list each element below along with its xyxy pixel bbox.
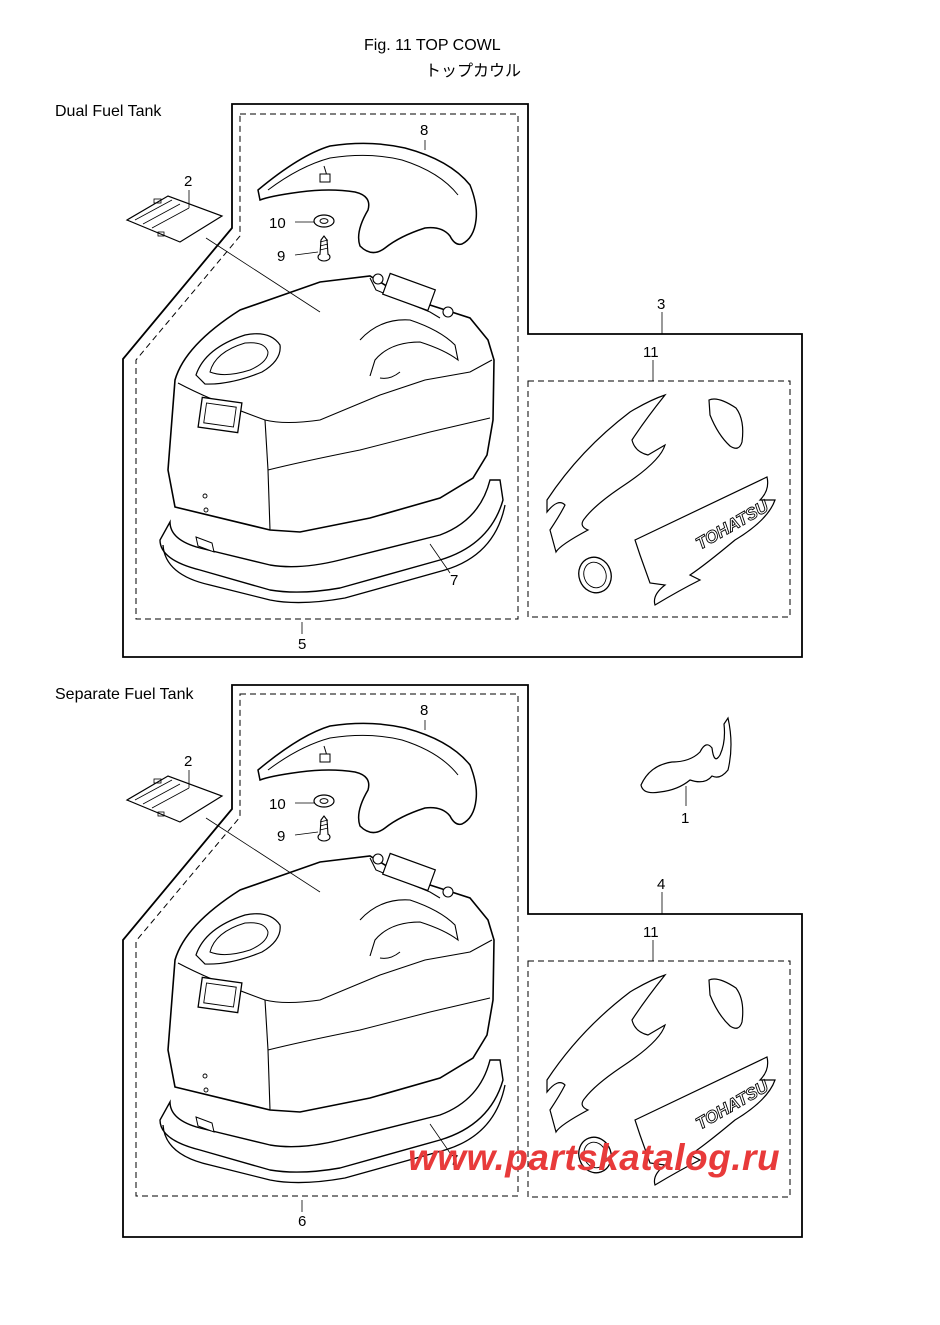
leader-lines-separate bbox=[188, 720, 687, 1212]
callout-7-b: 7 bbox=[450, 1152, 458, 1169]
top-cover-part-8 bbox=[257, 142, 478, 254]
screw-part-9 bbox=[317, 235, 331, 262]
washer-part-10 bbox=[313, 214, 335, 228]
top-cowl-body bbox=[159, 272, 506, 604]
caution-label-part-2 bbox=[126, 195, 223, 243]
callout-7: 7 bbox=[450, 572, 458, 589]
section-label-separate-fuel-tank: Separate Fuel Tank bbox=[55, 686, 194, 703]
caution-label-part-2-b bbox=[126, 775, 223, 823]
top-cover-part-8-b bbox=[257, 722, 478, 834]
callout-11: 11 bbox=[643, 344, 659, 361]
washer-part-10-b bbox=[313, 794, 335, 808]
callout-assembly-6: 6 bbox=[298, 1213, 306, 1230]
leader-lines-dual bbox=[188, 140, 663, 634]
figure-title: Fig. 11 TOP COWL bbox=[364, 37, 501, 54]
callout-11-b: 11 bbox=[643, 924, 659, 941]
assembly-box-separate bbox=[122, 684, 803, 1238]
watermark: www.partskatalog.ru bbox=[408, 1137, 781, 1178]
callout-8: 8 bbox=[420, 122, 428, 139]
assembly-box-dual bbox=[122, 103, 803, 658]
top-cowl-body-b bbox=[159, 852, 506, 1184]
callout-assembly-5: 5 bbox=[298, 636, 306, 653]
decal-set-part-11 bbox=[546, 394, 776, 606]
callout-10: 10 bbox=[269, 215, 286, 232]
callout-1: 1 bbox=[681, 810, 689, 827]
callout-10-b: 10 bbox=[269, 796, 286, 813]
callout-9: 9 bbox=[277, 248, 285, 265]
callout-2-b: 2 bbox=[184, 753, 192, 770]
callout-8-b: 8 bbox=[420, 702, 428, 719]
side-decal-part-1 bbox=[640, 716, 732, 794]
callout-kit-4: 4 bbox=[657, 876, 665, 893]
callout-kit-3: 3 bbox=[657, 296, 665, 313]
section-label-dual-fuel-tank: Dual Fuel Tank bbox=[55, 103, 162, 120]
callout-9-b: 9 bbox=[277, 828, 285, 845]
figure-subtitle: トップカウル bbox=[425, 61, 522, 80]
callout-2: 2 bbox=[184, 173, 192, 190]
screw-part-9-b bbox=[317, 815, 331, 842]
